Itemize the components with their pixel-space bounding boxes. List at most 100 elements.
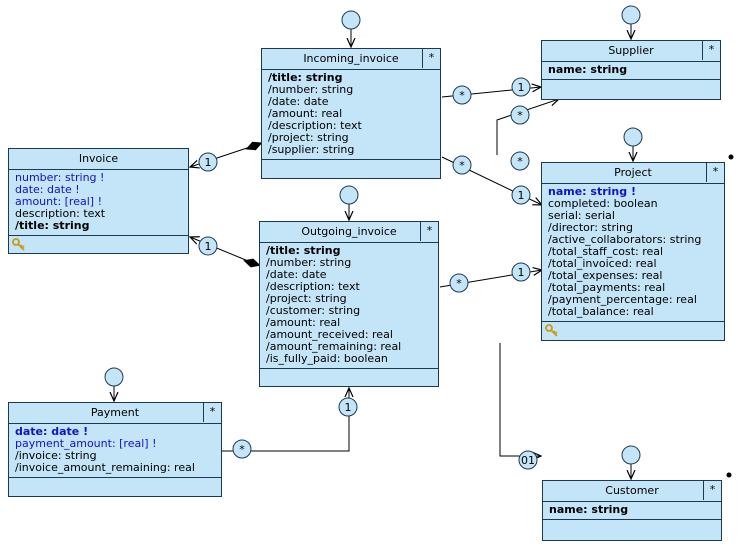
multiplicity-badge: * (449, 273, 469, 293)
attribute: /description: text (268, 119, 362, 132)
port-circle[interactable] (104, 367, 124, 387)
multiplicity-badge: 1 (198, 236, 218, 256)
multiplicity-badge: * (452, 85, 472, 105)
multiplicity-star: * (706, 163, 724, 182)
multiplicity-badge: * (510, 105, 530, 125)
attribute: /number: string (268, 83, 354, 96)
multiplicity-label: * (239, 443, 245, 456)
composition-diamond (245, 141, 263, 151)
operation-compartment (543, 520, 721, 538)
multiplicity-star: * (703, 481, 721, 500)
class-name: Supplier (608, 44, 654, 57)
multiplicity-badge: 1 (511, 262, 531, 282)
attribute: name: string ! (548, 185, 636, 198)
attribute: /amount_remaining: real (266, 340, 402, 353)
class-payment[interactable]: Payment * date: date !payment_amount: [rea… (8, 402, 222, 497)
class-supplier[interactable]: Supplier * name: string (541, 40, 721, 100)
attribute: payment_amount: [real] ! (15, 437, 157, 450)
attribute: /description: text (266, 280, 360, 293)
multiplicity-label: * (517, 109, 523, 122)
operation-compartment (262, 160, 440, 180)
attribute: completed: boolean (548, 197, 658, 210)
port-circle[interactable] (339, 185, 359, 205)
multiplicity-badge: * (510, 151, 530, 171)
attribute: /amount_received: real (266, 328, 393, 341)
class-invoice[interactable]: Invoice number: string !date: date !amoun… (8, 148, 189, 254)
operation-compartment (542, 322, 724, 342)
attribute: /amount: real (266, 316, 341, 329)
attribute: /total_expenses: real (548, 269, 663, 282)
multiplicity-badge: 01 (518, 450, 538, 470)
assoc-project-supplier[interactable] (496, 99, 559, 155)
attribute: /director: string (548, 221, 633, 234)
attribute: description: text (15, 207, 106, 220)
class-header: Customer * (543, 481, 721, 502)
attribute: name: string (549, 503, 629, 516)
multiplicity-label: 1 (518, 266, 525, 279)
assoc-project-customer[interactable] (499, 343, 541, 456)
attribute: number: string ! (15, 171, 105, 184)
attribute-compartment: name: string (543, 502, 721, 520)
attribute: date: date ! (15, 425, 89, 438)
attribute: /total_balance: real (548, 305, 654, 318)
attribute: /payment_percentage: real (548, 293, 697, 306)
multiplicity-star: * (203, 403, 221, 422)
attribute: /total_staff_cost: real (548, 245, 664, 258)
multiplicity-badge: 1 (198, 152, 218, 172)
class-incoming[interactable]: Incoming_invoice*/title: string/number: … (261, 48, 441, 179)
operation-compartment (260, 369, 438, 387)
multiplicity-label: * (517, 155, 523, 168)
key-icon (12, 238, 26, 252)
attribute: /invoice_amount_remaining: real (15, 461, 195, 474)
attribute: /supplier: string (268, 143, 355, 156)
multiplicity-label: 1 (518, 81, 525, 94)
port-circle[interactable] (623, 127, 643, 147)
class-name: Outgoing_invoice (301, 225, 397, 238)
class-name: Customer (605, 484, 659, 497)
class-customer[interactable]: Customer * name: string (542, 480, 722, 541)
multiplicity-star: * (422, 49, 440, 68)
multiplicity-badge: 1 (511, 185, 531, 205)
multiplicity-label: 1 (345, 401, 352, 414)
operation-compartment (9, 478, 221, 496)
multiplicity-label: * (459, 89, 465, 102)
operation-compartment (542, 80, 720, 98)
multiplicity-badge: * (232, 439, 252, 459)
port-circle[interactable] (621, 5, 641, 25)
class-header: Project * (542, 163, 724, 184)
attribute: /project: string (268, 131, 349, 144)
key-icon (545, 324, 559, 338)
operation-compartment (9, 236, 188, 256)
class-header: Payment * (9, 403, 221, 424)
multiplicity-badge: 1 (511, 77, 531, 97)
attribute: name: string (548, 63, 628, 76)
attribute: /active_collaborators: string (548, 233, 702, 246)
attribute: /total_invoiced: real (548, 257, 657, 270)
attribute: /date: date (268, 95, 329, 108)
composition-diamond (243, 258, 261, 268)
multiplicity-star: * (420, 222, 438, 241)
attribute-compartment: number: string !date: date !amount: [rea… (9, 170, 188, 236)
attribute: amount: [real] ! (15, 195, 102, 208)
class-header: Incoming_invoice* (262, 49, 440, 70)
attribute-compartment: /title: string/number: string/date: date… (260, 243, 438, 369)
attribute: /date: date (266, 268, 327, 281)
attribute-compartment: name: string (542, 62, 720, 80)
attribute-compartment: /title: string/number: string/date: date… (262, 70, 440, 160)
class-name: Project (614, 166, 652, 179)
class-project[interactable]: Project * name: string !completed: boolean… (541, 162, 725, 341)
attribute-compartment: date: date !payment_amount: [real] ! /inv… (9, 424, 221, 478)
multiplicity-star: * (702, 41, 720, 60)
attribute: serial: serial (548, 209, 615, 222)
class-outgoing[interactable]: Outgoing_invoice * /title: string/number: … (259, 221, 439, 387)
attribute: /title: string (15, 219, 90, 232)
class-name: Payment (90, 406, 140, 419)
class-header: Outgoing_invoice * (260, 222, 438, 243)
class-name: Invoice (78, 152, 119, 165)
port-circle[interactable] (621, 445, 641, 465)
attribute: /customer: string (266, 304, 361, 317)
port-circle[interactable] (341, 10, 361, 30)
multiplicity-label: 01 (521, 454, 535, 467)
attribute: /title: string (268, 71, 343, 84)
